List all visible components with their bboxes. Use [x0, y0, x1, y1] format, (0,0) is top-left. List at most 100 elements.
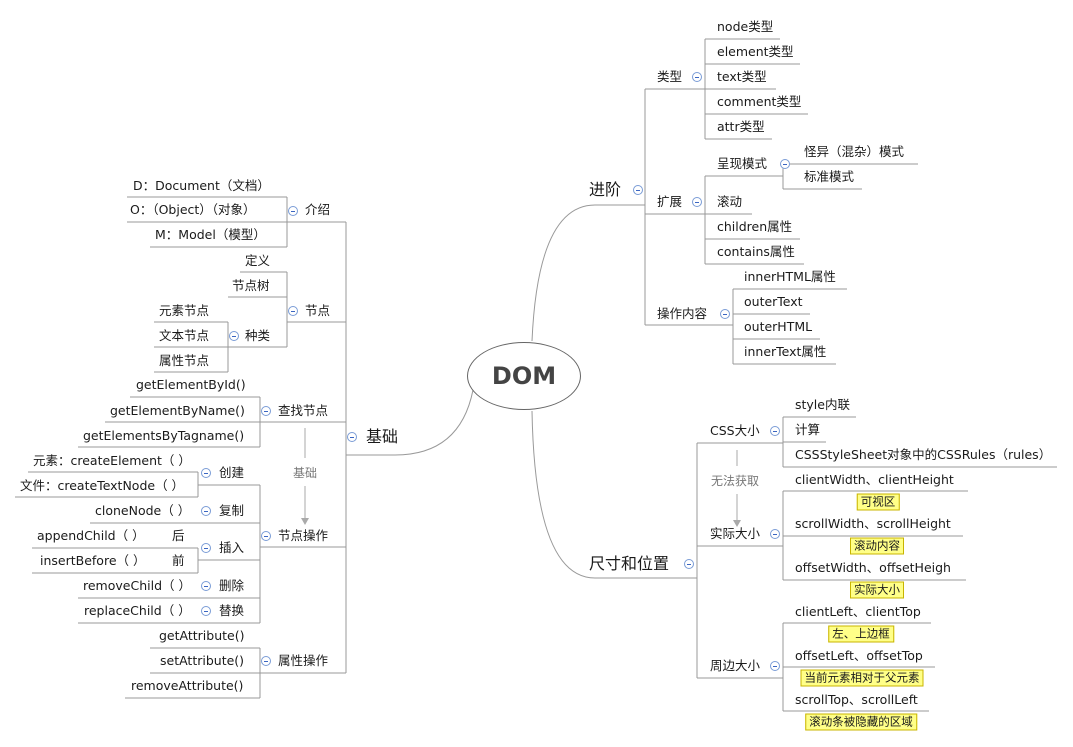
node-jichu[interactable]: 基础 — [366, 427, 399, 446]
node-qian[interactable]: 前 — [172, 553, 185, 568]
node-caozuo[interactable]: 节点操作 — [278, 528, 329, 543]
node-replace[interactable]: replaceChild（ ） — [84, 603, 191, 618]
relation-label-jichu: 基础 — [293, 466, 318, 480]
node-jinjie[interactable]: 进阶 — [589, 180, 622, 199]
node-jisuan[interactable]: 计算 — [795, 422, 821, 437]
node-style[interactable]: style内联 — [795, 397, 850, 412]
node-scroll-lt[interactable]: scrollTop、scrollLeft — [795, 692, 918, 707]
collapse-toggle-icon[interactable] — [201, 581, 211, 591]
node-tihuan[interactable]: 替换 — [219, 603, 245, 618]
collapse-toggle-icon[interactable] — [201, 543, 211, 553]
node-type-comment[interactable]: comment类型 — [717, 94, 802, 109]
node-jiedian[interactable]: 节点 — [305, 303, 331, 318]
node-attr-op[interactable]: 属性操作 — [278, 653, 329, 668]
collapse-toggle-icon[interactable] — [229, 331, 239, 341]
node-create-textnode[interactable]: 文件：createTextNode（ ） — [20, 478, 185, 493]
note-offset-wh: 实际大小 — [850, 581, 904, 599]
node-shiji[interactable]: 实际大小 — [710, 526, 761, 541]
collapse-toggle-icon[interactable] — [692, 197, 702, 207]
node-intro[interactable]: 介绍 — [305, 202, 331, 217]
node-zhonglei[interactable]: 种类 — [245, 328, 271, 343]
collapse-toggle-icon[interactable] — [770, 661, 780, 671]
node-type-attr[interactable]: attr类型 — [717, 119, 765, 134]
collapse-toggle-icon[interactable] — [633, 185, 643, 195]
collapse-toggle-icon[interactable] — [201, 606, 211, 616]
node-chazhao[interactable]: 查找节点 — [278, 403, 329, 418]
node-children[interactable]: children属性 — [717, 219, 793, 234]
note-offset-lt: 当前元素相对于父元素 — [800, 669, 924, 687]
collapse-toggle-icon[interactable] — [201, 468, 211, 478]
collapse-toggle-icon[interactable] — [720, 309, 730, 319]
node-type-node[interactable]: node类型 — [717, 19, 774, 34]
node-create-element[interactable]: 元素：createElement（ ） — [33, 453, 191, 468]
node-get-tag[interactable]: getElementsByTagname() — [83, 428, 245, 443]
node-css-size[interactable]: CSS大小 — [710, 423, 760, 438]
branch-line-jichu — [346, 389, 474, 456]
root-node-dom[interactable]: DOM — [467, 342, 581, 410]
node-chuangjian[interactable]: 创建 — [219, 465, 245, 480]
node-fuzhi[interactable]: 复制 — [219, 503, 245, 518]
node-outerhtml[interactable]: outerHTML — [744, 319, 813, 334]
node-append[interactable]: appendChild（ ） — [37, 528, 145, 543]
note-client-wh: 可视区 — [856, 493, 900, 511]
node-rm-attr[interactable]: removeAttribute() — [131, 678, 244, 693]
node-scroll-wh[interactable]: scrollWidth、scrollHeight — [795, 516, 951, 531]
node-innertext[interactable]: innerText属性 — [744, 344, 827, 359]
node-client-lt[interactable]: clientLeft、clientTop — [795, 604, 921, 619]
relation-label-wufa: 无法获取 — [711, 474, 760, 488]
node-leixing[interactable]: 类型 — [657, 69, 683, 84]
node-kuozhan[interactable]: 扩展 — [657, 194, 683, 209]
note-scroll-lt: 滚动条被隐藏的区域 — [805, 713, 917, 731]
node-set-attr[interactable]: setAttribute() — [160, 653, 245, 668]
node-type-element[interactable]: element类型 — [717, 44, 794, 59]
note-scroll-wh: 滚动内容 — [850, 537, 904, 555]
collapse-toggle-icon[interactable] — [261, 406, 271, 416]
node-outertext[interactable]: outerText — [744, 294, 803, 309]
node-get-id[interactable]: getElementById() — [136, 377, 246, 392]
node-innerhtml[interactable]: innerHTML属性 — [744, 269, 836, 284]
node-offset-lt[interactable]: offsetLeft、offsetTop — [795, 648, 923, 663]
node-intro-o[interactable]: O：（Object）（对象） — [130, 202, 256, 217]
collapse-toggle-icon[interactable] — [288, 206, 298, 216]
node-caozuoneirong[interactable]: 操作内容 — [657, 306, 708, 321]
node-gundong[interactable]: 滚动 — [717, 194, 743, 209]
collapse-toggle-icon[interactable] — [261, 531, 271, 541]
node-shanchu[interactable]: 删除 — [219, 578, 245, 593]
node-get-attr[interactable]: getAttribute() — [159, 628, 245, 643]
node-contains[interactable]: contains属性 — [717, 244, 795, 259]
collapse-toggle-icon[interactable] — [201, 506, 211, 516]
collapse-toggle-icon[interactable] — [347, 432, 357, 442]
collapse-toggle-icon[interactable] — [261, 656, 271, 666]
node-shuxing[interactable]: 属性节点 — [159, 353, 210, 368]
node-clone[interactable]: cloneNode（ ） — [95, 503, 191, 518]
collapse-toggle-icon[interactable] — [684, 559, 694, 569]
node-dingyi[interactable]: 定义 — [245, 253, 271, 268]
node-guaiyi[interactable]: 怪异（混杂）模式 — [804, 144, 905, 159]
collapse-toggle-icon[interactable] — [692, 72, 702, 82]
node-cssrules[interactable]: CSSStyleSheet对象中的CSSRules（rules） — [795, 447, 1052, 462]
node-yuansu[interactable]: 元素节点 — [159, 303, 210, 318]
node-remove[interactable]: removeChild（ ） — [83, 578, 191, 593]
node-intro-d[interactable]: D：Document（文档） — [133, 178, 270, 193]
node-jiedianshu[interactable]: 节点树 — [232, 278, 270, 293]
collapse-toggle-icon[interactable] — [780, 159, 790, 169]
note-client-lt: 左、上边框 — [828, 625, 894, 643]
node-insert[interactable]: insertBefore（ ） — [40, 553, 146, 568]
node-offset-wh[interactable]: offsetWidth、offsetHeigh — [795, 560, 951, 575]
node-client-wh[interactable]: clientWidth、clientHeight — [795, 472, 954, 487]
node-biaozhun[interactable]: 标准模式 — [804, 169, 855, 184]
collapse-toggle-icon[interactable] — [770, 426, 780, 436]
node-zhoubian[interactable]: 周边大小 — [710, 658, 761, 673]
node-get-name[interactable]: getElementByName() — [110, 403, 245, 418]
node-intro-m[interactable]: M：Model（模型） — [155, 227, 266, 242]
node-charu[interactable]: 插入 — [219, 540, 245, 555]
node-hou[interactable]: 后 — [172, 528, 185, 543]
collapse-toggle-icon[interactable] — [288, 306, 298, 316]
node-type-text[interactable]: text类型 — [717, 69, 767, 84]
node-wenben[interactable]: 文本节点 — [159, 328, 210, 343]
node-chengxian[interactable]: 呈现模式 — [717, 156, 768, 171]
node-chicun[interactable]: 尺寸和位置 — [589, 554, 670, 573]
collapse-toggle-icon[interactable] — [770, 529, 780, 539]
